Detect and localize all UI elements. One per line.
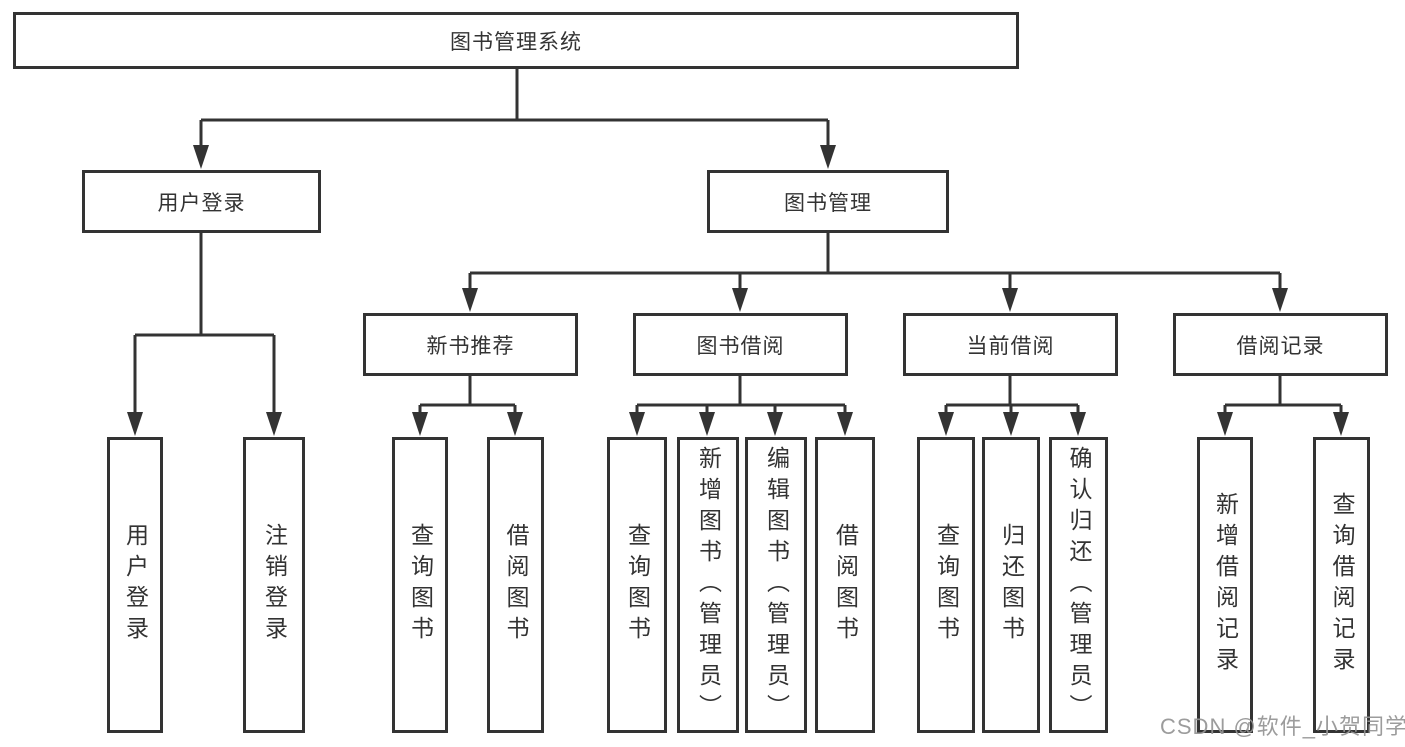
root-node-library-system: 图书管理系统 (13, 12, 1019, 69)
leaf-node-return-books: 归还图书 (982, 437, 1040, 733)
connector-sec0-to-leaves (418, 376, 517, 414)
leaf-node-query-borrow-record: 查询借阅记录 (1313, 437, 1370, 733)
branch-node-book-management: 图书管理 (707, 170, 949, 233)
connector-sec3-to-leaves (1223, 376, 1343, 414)
connector-sec2-to-leaves (944, 376, 1080, 414)
leaf-node-query-books-current: 查询图书 (917, 437, 975, 733)
branch-node-user-login: 用户登录 (82, 170, 321, 233)
section-node-book-borrowing: 图书借阅 (633, 313, 848, 376)
leaf-node-query-books-borrow: 查询图书 (607, 437, 667, 733)
section-node-current-borrowing: 当前借阅 (903, 313, 1118, 376)
section-node-new-book-recommendation: 新书推荐 (363, 313, 578, 376)
leaf-node-borrow-books: 借阅图书 (815, 437, 875, 733)
leaf-node-borrow-books-rec: 借阅图书 (487, 437, 544, 733)
leaf-node-query-books-rec: 查询图书 (392, 437, 448, 733)
connector-bookmgmt-to-sections (468, 233, 1282, 290)
arrowheads (127, 145, 1349, 436)
leaf-node-add-books-admin: 新增图书（管理员） (677, 437, 739, 733)
leaf-node-confirm-return-admin: 确认归还（管理员） (1049, 437, 1108, 733)
connector-sec1-to-leaves (635, 376, 847, 414)
leaf-node-logout: 注销登录 (243, 437, 305, 733)
leaf-node-edit-books-admin: 编辑图书（管理员） (745, 437, 807, 733)
leaf-node-add-borrow-record: 新增借阅记录 (1197, 437, 1253, 733)
section-node-borrowing-records: 借阅记录 (1173, 313, 1388, 376)
csdn-watermark: CSDN @软件_小贺同学 (1160, 714, 1405, 739)
connector-root-to-level2 (199, 68, 830, 147)
connector-userlogin-to-leaves (133, 233, 276, 414)
leaf-node-user-login: 用户登录 (107, 437, 163, 733)
